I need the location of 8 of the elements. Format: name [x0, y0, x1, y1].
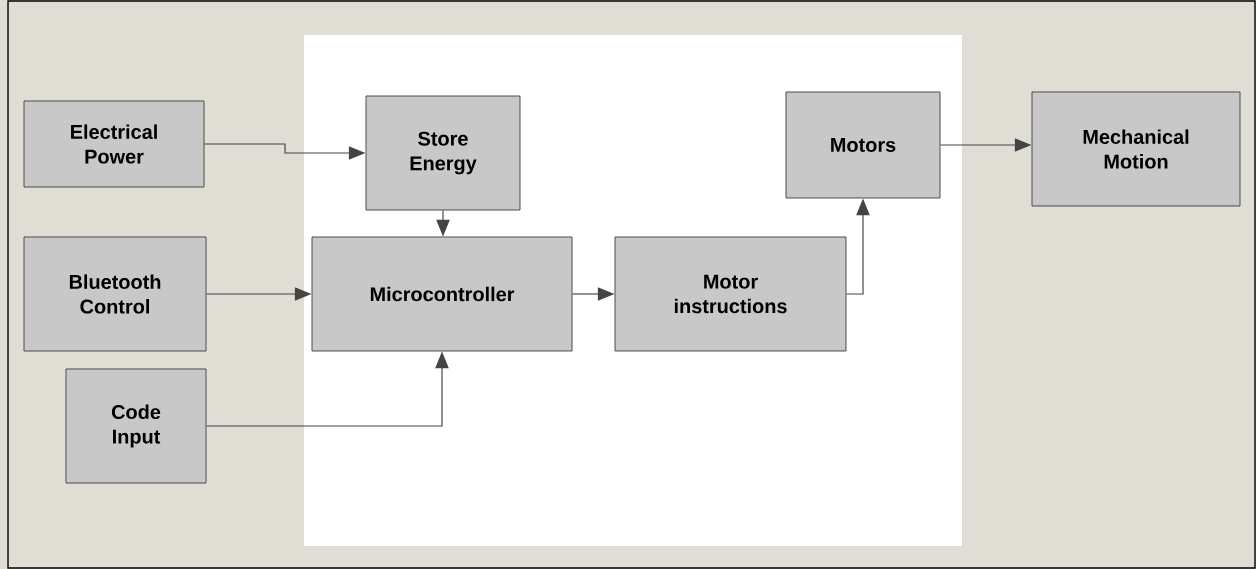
process-box: Electrical Power [23, 100, 205, 188]
process-box: Motor instructions [614, 236, 847, 352]
process-box: Store Energy [365, 95, 521, 211]
process-box: Code Input [65, 368, 207, 484]
process-box: Motors [785, 91, 941, 199]
process-box: Mechanical Motion [1031, 91, 1241, 207]
process-box: Microcontroller [311, 236, 573, 352]
process-box: Bluetooth Control [23, 236, 207, 352]
